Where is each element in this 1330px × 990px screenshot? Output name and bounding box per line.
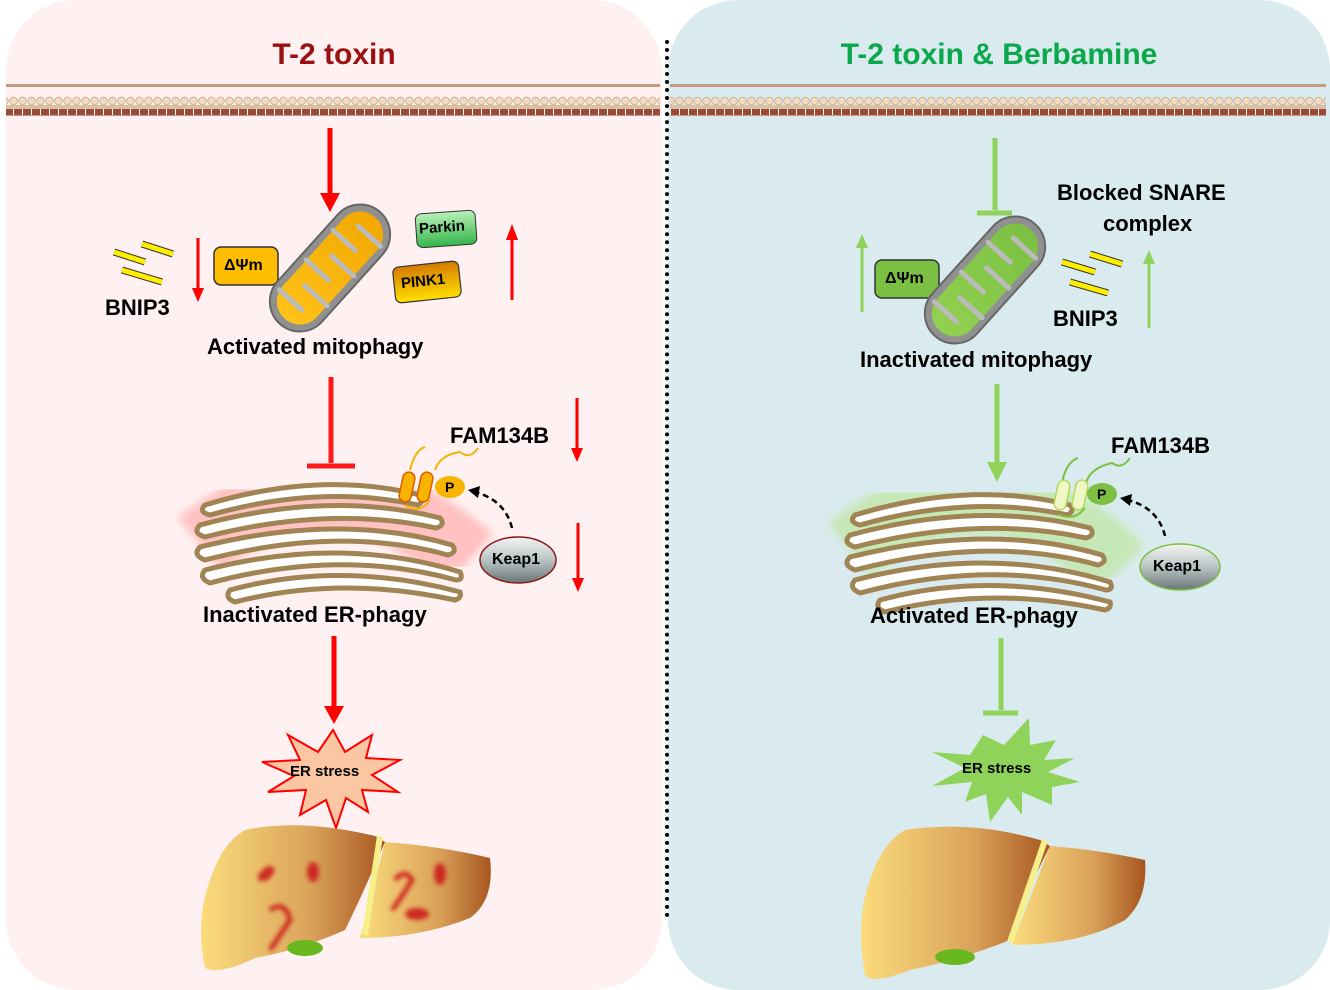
cell-membrane-left xyxy=(6,84,660,116)
bnip3-label-right: BNIP3 xyxy=(1053,306,1118,331)
down-arrow-bnip3-left xyxy=(192,238,204,302)
snare-label-line1: Blocked SNARE xyxy=(1057,180,1226,205)
down-arrow-keap1-left xyxy=(572,523,584,592)
snare-label-line2: complex xyxy=(1103,211,1193,236)
parkin-label: Parkin xyxy=(418,217,466,238)
bnip3-label-left: BNIP3 xyxy=(105,295,170,320)
fam134b-label-right: FAM134B xyxy=(1111,433,1211,458)
arrow-membrane-to-mito-left xyxy=(320,128,340,212)
down-arrow-fam134b-left xyxy=(571,398,583,462)
p-label-right: P xyxy=(1097,486,1107,502)
right-panel-title: T-2 toxin & Berbamine xyxy=(840,38,1158,71)
delta-psi-label-left: ΔΨm xyxy=(224,257,263,274)
activated-er-phagy-label: Activated ER-phagy xyxy=(870,603,1078,628)
er-left xyxy=(178,461,493,605)
keap1-ellipse-left xyxy=(479,536,557,584)
inhibit-membrane-to-mito-right xyxy=(977,138,1012,216)
fam134b-protein-left xyxy=(398,446,479,510)
er-right xyxy=(828,464,1145,615)
keap1-ellipse-right xyxy=(1139,543,1221,591)
er-stress-label-left: ER stress xyxy=(290,763,360,780)
dashed-arrow-keap1-to-p-right xyxy=(1120,494,1167,537)
up-arrow-parkin-pink1 xyxy=(506,224,518,300)
inactivated-mitophagy-label: Inactivated mitophagy xyxy=(860,347,1093,372)
fam134b-protein-right xyxy=(1053,457,1131,518)
damaged-liver xyxy=(201,825,491,971)
inhibit-er-to-stress-right xyxy=(983,638,1018,716)
dashed-arrow-keap1-to-p-left xyxy=(468,486,514,529)
left-panel-title: T-2 toxin xyxy=(272,38,396,71)
cell-membrane-right xyxy=(670,84,1326,116)
bnip3-icon-left xyxy=(112,240,175,286)
er-stress-burst-left xyxy=(261,728,404,832)
keap1-label-left: Keap1 xyxy=(492,551,541,568)
er-stress-burst-right xyxy=(932,718,1080,822)
panel-divider xyxy=(665,40,669,918)
up-arrow-delta-psi-right xyxy=(856,234,868,312)
inhibit-mito-to-er-left xyxy=(307,377,355,469)
delta-psi-box-right xyxy=(874,259,940,299)
mitochondrion-right xyxy=(923,215,1047,345)
healthy-liver xyxy=(861,826,1146,979)
er-stress-label-right: ER stress xyxy=(962,760,1032,777)
activated-mitophagy-label: Activated mitophagy xyxy=(207,334,424,359)
keap1-label-right: Keap1 xyxy=(1153,558,1202,575)
fam134b-label-left: FAM134B xyxy=(450,423,550,448)
arrow-er-to-stress-left xyxy=(324,636,344,724)
bnip3-icon-right xyxy=(1060,250,1124,297)
delta-psi-box-left xyxy=(213,246,279,286)
p-label-left: P xyxy=(445,479,455,495)
parkin-box xyxy=(414,209,478,249)
delta-psi-label-right: ΔΨm xyxy=(885,270,924,287)
pink1-box xyxy=(392,260,462,304)
inactivated-er-phagy-label: Inactivated ER-phagy xyxy=(203,602,427,627)
up-arrow-bnip3-right xyxy=(1143,250,1155,328)
mitochondrion-left xyxy=(268,203,392,333)
